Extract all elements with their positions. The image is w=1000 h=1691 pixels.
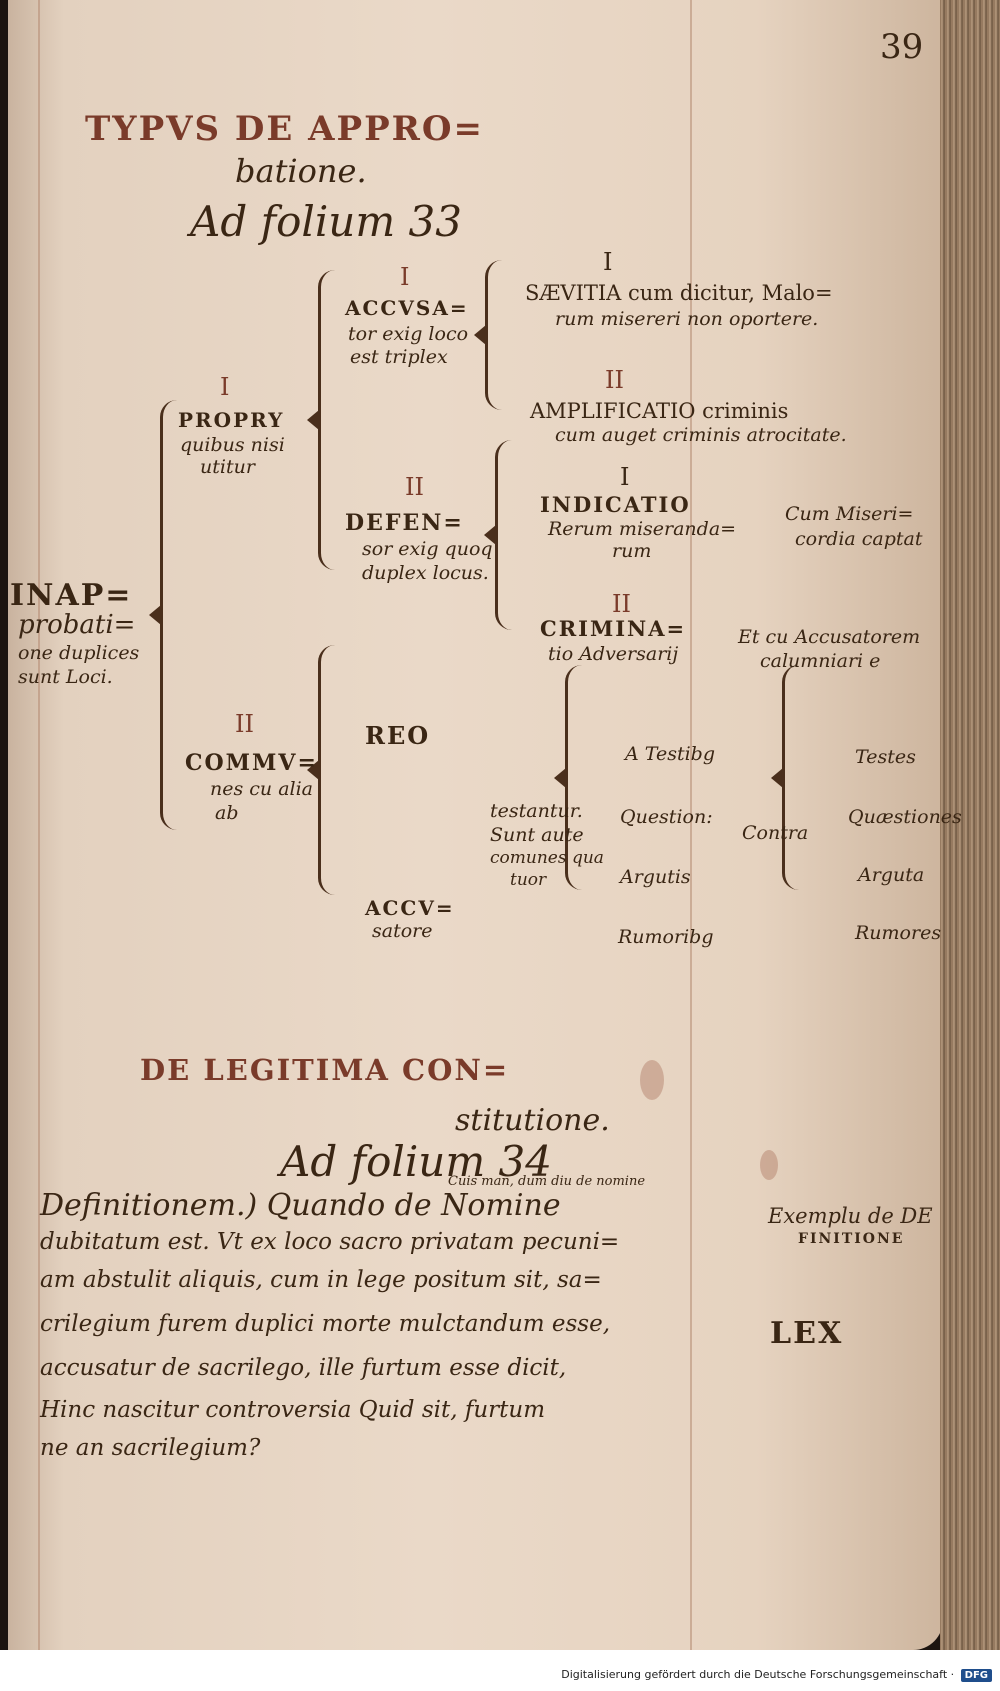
interlinear-gloss: Cuis man, dum diu de nomine (448, 1174, 646, 1189)
manuscript-page (8, 0, 943, 1650)
brace-accusator (474, 260, 502, 410)
root-label-3: one duplices (18, 642, 140, 664)
body-line-4: crilegium furem duplici morte mulctandum… (40, 1311, 611, 1337)
testantur-line-1: testantur. (490, 800, 583, 822)
margin-rule-right (690, 0, 692, 1650)
root-label: INAP= (10, 578, 133, 613)
numeral-indicatio: I (620, 463, 630, 491)
accusatore-label-2: satore (372, 920, 433, 942)
criminatio-note: tio Adversarij (548, 643, 679, 665)
page-number: 39 (880, 27, 924, 67)
root-label-4: sunt Loci. (18, 666, 113, 688)
page-edge (940, 0, 1000, 1650)
target-quaestiones: Quæstiones (848, 806, 962, 828)
indicatio-note-2: rum (612, 540, 652, 562)
body-line-1: Definitionem.) Quando de Nomine (40, 1188, 561, 1223)
body-line-5: accusatur de sacrilego, ille furtum esse… (40, 1355, 567, 1381)
accusator-note: tor exig loco (348, 323, 469, 345)
numeral-saevitia: I (603, 248, 613, 276)
target-testes: Testes (855, 746, 916, 768)
amplificatio-line-1: AMPLIFICATIO criminis (530, 399, 789, 423)
proprii-label: PROPRY (178, 408, 285, 432)
ink-stain (640, 1060, 664, 1100)
target-rumores: Rumores (855, 922, 942, 944)
numeral-accusator: I (400, 263, 410, 291)
testantur-line-3: comunes qua (490, 848, 604, 868)
misericordia-line-2: cordia captat (795, 528, 923, 550)
heading-subtitle: batione. (235, 152, 367, 190)
calumniari-line-2: calumniari e (760, 650, 881, 672)
margin-rule-left (38, 0, 40, 1650)
source-rumoribus: Rumoribg (618, 926, 714, 948)
defensor-note-2: duplex locus. (362, 562, 489, 584)
source-testibus: A Testibg (625, 743, 715, 765)
amplificatio-line-2: cum auget criminis atrocitate. (555, 424, 847, 446)
calumniari-line-1: Et cu Accusatorem (738, 626, 921, 648)
brace-sources (554, 665, 582, 890)
saevitia-line-2: rum misereri non oportere. (555, 308, 819, 330)
communes-label: COMMV= (185, 750, 318, 776)
accusator-note-2: est triplex (350, 346, 448, 368)
reo-label: REO (365, 721, 431, 750)
section-subtitle: stitutione. (455, 1103, 610, 1138)
side-note-1: Exemplu de DE (768, 1204, 933, 1228)
brace-sources-right (771, 665, 799, 890)
testantur-line-2: Sunt aute (490, 824, 584, 846)
criminatio-label: CRIMINA= (540, 616, 687, 641)
source-questionibus: Question: (620, 806, 713, 828)
defensor-label: DEFEN= (345, 510, 464, 536)
footer-bar (0, 1650, 1000, 1691)
defensor-note: sor exig quoq (362, 538, 493, 560)
testantur-line-4: tuor (510, 870, 547, 890)
root-label-2: probati= (18, 610, 136, 640)
section-folio-ref: Ad folium 34 (280, 1137, 552, 1186)
footer-credit-text: Digitalisierung gefördert durch die Deut… (561, 1668, 955, 1681)
lex-label: LEX (770, 1316, 844, 1351)
brace-defensor (484, 440, 512, 630)
source-argutis: Argutis (620, 866, 691, 888)
communes-note-2: ab (215, 802, 239, 824)
ink-stain (760, 1150, 778, 1180)
body-line-2: dubitatum est. Vt ex loco sacro privatam… (40, 1229, 620, 1255)
numeral-criminatio: II (612, 590, 631, 618)
numeral-i: I (220, 373, 230, 401)
dfg-logo: DFG (960, 1669, 992, 1682)
accusator-label: ACCVSA= (345, 296, 469, 320)
body-line-3: am abstulit aliquis, cum in lege positum… (40, 1267, 602, 1293)
brace-proprii (307, 270, 335, 570)
side-note-2: FINITIONE (798, 1231, 905, 1247)
heading-title: TYPVS DE APPRO= (85, 109, 485, 149)
proprii-note-2: utitur (200, 456, 255, 478)
brace-communes (307, 645, 335, 895)
indicatio-note: Rerum miseranda= (548, 518, 737, 540)
communes-note: nes cu alia (210, 778, 313, 800)
proprii-note: quibus nisi (180, 434, 285, 456)
saevitia-line-1: SÆVITIA cum dicitur, Malo= (525, 281, 833, 305)
target-arguta: Arguta (858, 864, 925, 886)
section-title: DE LEGITIMA CON= (140, 1053, 510, 1087)
body-line-6: Hinc nascitur controversia Quid sit, fur… (40, 1397, 546, 1423)
numeral-amplificatio: II (605, 366, 624, 394)
numeral-defensor: II (405, 473, 424, 501)
footer-credit: Digitalisierung gefördert durch die Deut… (561, 1668, 992, 1682)
accusatore-label: ACCV= (365, 896, 455, 920)
body-line-7: ne an sacrilegium? (40, 1435, 261, 1461)
misericordia-line-1: Cum Miseri= (785, 503, 914, 525)
contra-label: Contra (742, 822, 809, 844)
numeral-ii: II (235, 710, 254, 738)
indicatio-label: INDICATIO (540, 492, 691, 517)
brace-root (149, 400, 177, 830)
heading-folio-ref: Ad folium 33 (190, 197, 462, 246)
